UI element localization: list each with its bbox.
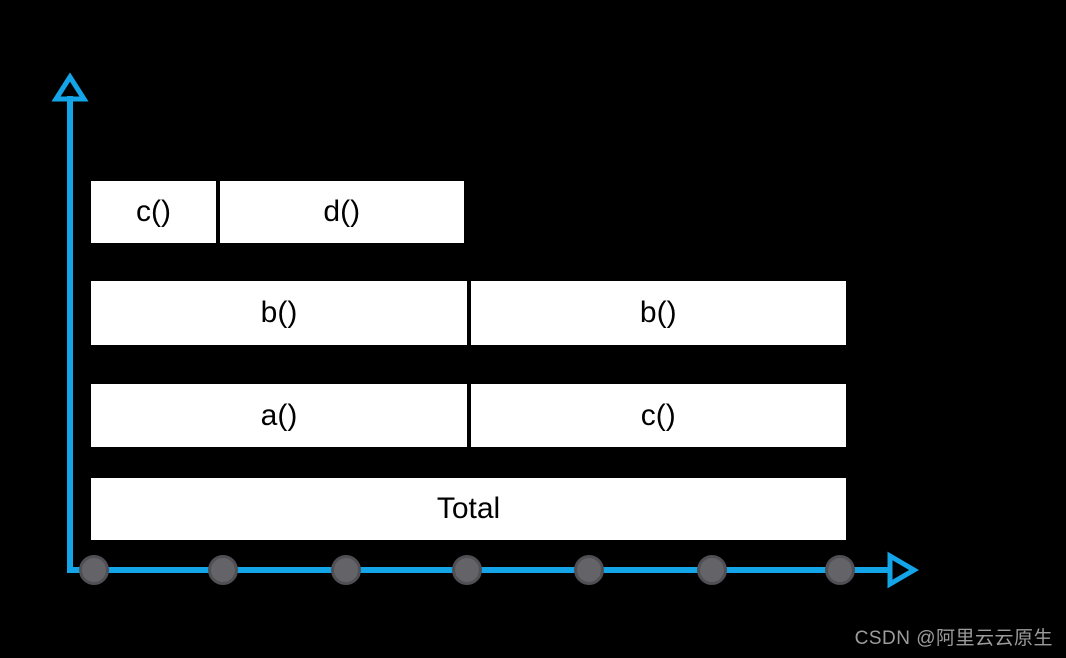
axis-dot bbox=[208, 555, 238, 585]
axis-dot bbox=[574, 555, 604, 585]
axis-dots bbox=[79, 555, 855, 585]
frame-segment-b-level2: b() bbox=[91, 281, 467, 345]
watermark: CSDN @阿里云云原生 bbox=[854, 628, 1053, 649]
y-axis-arrowhead-icon bbox=[51, 72, 89, 102]
x-axis-arrowhead-icon bbox=[887, 551, 919, 589]
axis-dot bbox=[79, 555, 109, 585]
frame-segment-total-level0: Total bbox=[91, 478, 846, 540]
frame-segment-a-level1: a() bbox=[91, 384, 467, 447]
axis-dot bbox=[452, 555, 482, 585]
frame-segment-d-level3: d() bbox=[219, 181, 464, 243]
axis-dot bbox=[825, 555, 855, 585]
axis-dot bbox=[697, 555, 727, 585]
frame-segment-c-level3: c() bbox=[91, 181, 216, 243]
frame-segment-c-level1: c() bbox=[470, 384, 846, 447]
axis-dot bbox=[331, 555, 361, 585]
frame-segment-b-level2: b() bbox=[470, 281, 846, 345]
